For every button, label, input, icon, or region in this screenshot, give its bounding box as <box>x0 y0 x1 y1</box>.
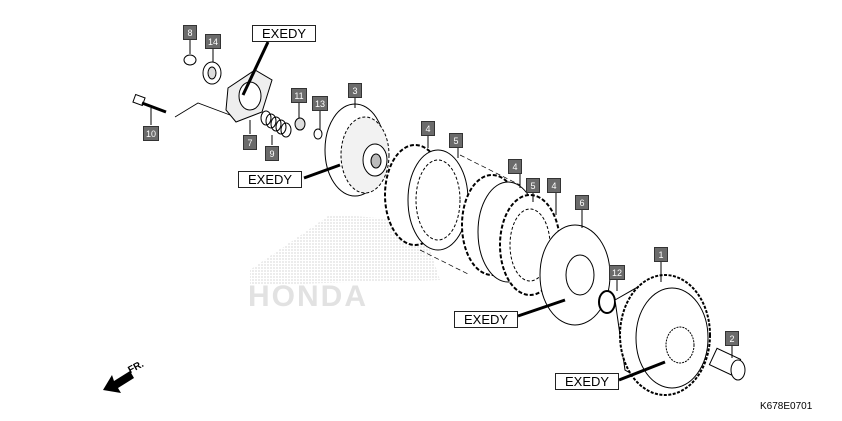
clutch-center-part <box>324 103 390 197</box>
cap-part <box>183 54 197 66</box>
wing-logo-watermark <box>250 215 440 285</box>
leader-lines <box>150 40 733 382</box>
callout-3[interactable]: 3 <box>348 83 362 98</box>
callout-13[interactable]: 13 <box>312 96 328 111</box>
spring-part <box>260 110 292 138</box>
exedy-label: EXEDY <box>555 373 620 390</box>
callout-1[interactable]: 1 <box>654 247 668 262</box>
collar-part <box>708 347 746 381</box>
callout-4[interactable]: 4 <box>421 121 435 136</box>
honda-watermark: HONDA <box>248 280 368 313</box>
exedy-label: EXEDY <box>252 25 317 42</box>
thrust-washer-part <box>598 290 616 314</box>
callout-4[interactable]: 4 <box>508 159 522 174</box>
callout-4[interactable]: 4 <box>547 178 561 193</box>
front-direction-arrow-icon <box>103 371 134 393</box>
callout-6[interactable]: 6 <box>575 195 589 210</box>
callout-5[interactable]: 5 <box>449 133 463 148</box>
callout-9[interactable]: 9 <box>265 146 279 161</box>
clutch-outer-part <box>614 274 711 396</box>
pressure-plate-part <box>539 224 611 326</box>
callout-10[interactable]: 10 <box>143 126 159 141</box>
drawing-code: K678E0701 <box>760 401 813 412</box>
washer-part <box>313 128 323 140</box>
bolt-part <box>132 93 231 118</box>
callout-7[interactable]: 7 <box>243 135 257 150</box>
callout-12[interactable]: 12 <box>609 265 625 280</box>
callout-8[interactable]: 8 <box>183 25 197 40</box>
nut-part <box>294 117 306 131</box>
callout-2[interactable]: 2 <box>725 331 739 346</box>
callout-11[interactable]: 11 <box>291 88 307 103</box>
exedy-label: EXEDY <box>238 171 303 188</box>
exedy-label: EXEDY <box>454 311 519 328</box>
callout-14[interactable]: 14 <box>205 34 221 49</box>
callout-5[interactable]: 5 <box>526 178 540 193</box>
